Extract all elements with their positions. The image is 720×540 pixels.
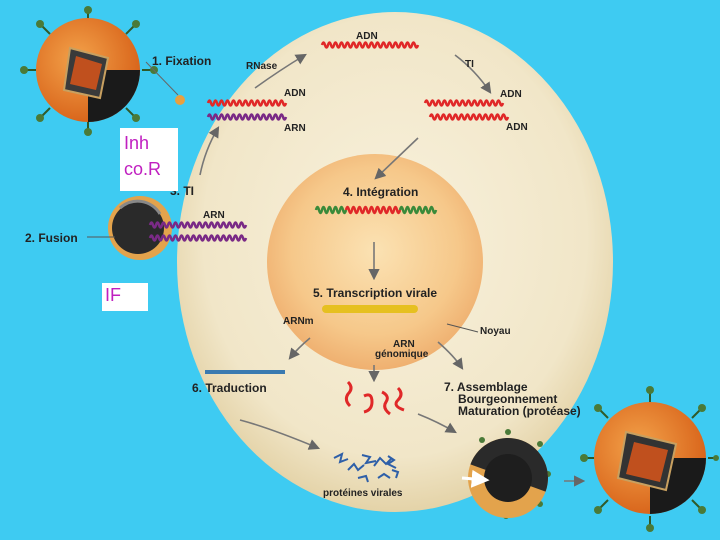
inhibitor-line-1: Inh xyxy=(124,133,150,153)
proviral-dna xyxy=(344,205,402,215)
ti-top-label: TI xyxy=(465,59,474,70)
step-fusion-label: 2. Fusion xyxy=(25,231,78,245)
step-integration-label: 4. Intégration xyxy=(343,185,419,199)
step-assemblage-label: 7. Assemblage xyxy=(444,380,528,394)
mature-virus xyxy=(580,386,719,532)
rnase-label: RNase xyxy=(246,61,278,72)
arn-fusion-label: ARN xyxy=(203,210,225,221)
host-dna-left xyxy=(314,205,348,215)
step-maturation-label: Maturation (protéase) xyxy=(458,404,581,418)
adn-right1-label: ADN xyxy=(500,89,522,100)
arn-genomique-label-1: ARN xyxy=(393,339,415,350)
nucleus xyxy=(267,154,483,370)
budding-virus xyxy=(468,429,551,519)
genomic-rna-fragments xyxy=(344,380,405,416)
adn-strand-right-2 xyxy=(428,113,510,121)
inhibitor-line-2: co.R xyxy=(124,159,162,179)
fusion-inhibitor-box: IF xyxy=(102,283,148,311)
inhibitor-coreceptor-box: Inh co.R xyxy=(120,128,178,191)
arn-strand-fusion-1 xyxy=(148,221,248,229)
adn-left-label: ADN xyxy=(284,88,306,99)
adn-strand-right-1 xyxy=(423,99,505,107)
viral-mrna-bar xyxy=(322,305,418,313)
arn-strand-left xyxy=(206,113,288,121)
proteines-virales-label: protéines virales xyxy=(323,488,403,499)
noyau-label: Noyau xyxy=(480,326,511,337)
arn-strand-fusion-2 xyxy=(148,234,248,242)
strands xyxy=(148,41,510,242)
virus-particle-top xyxy=(20,6,158,136)
noyau-pointer xyxy=(446,323,479,333)
host-dna-right xyxy=(398,205,438,215)
step-traduction-label: 6. Traduction xyxy=(192,381,267,395)
flow-arrows xyxy=(199,53,586,487)
adn-strand-top xyxy=(320,41,420,49)
step-fixation-label: 1. Fixation xyxy=(152,54,212,68)
fusing-virus xyxy=(108,196,172,260)
viral-protein-fragments xyxy=(333,452,400,483)
attachment-dot xyxy=(175,95,185,105)
arn-left-label: ARN xyxy=(284,123,306,134)
arnm-label: ARNm xyxy=(283,316,314,327)
adn-strand-left xyxy=(206,99,288,107)
step-transcription-label: 5. Transcription virale xyxy=(313,286,438,300)
step-bourgeonnement-label: Bourgeonnement xyxy=(458,392,558,406)
budding-arrow xyxy=(461,469,490,488)
adn-right2-label: ADN xyxy=(506,122,528,133)
adn-top-label: ADN xyxy=(356,31,378,42)
arn-genomique-label-2: génomique xyxy=(375,349,429,360)
